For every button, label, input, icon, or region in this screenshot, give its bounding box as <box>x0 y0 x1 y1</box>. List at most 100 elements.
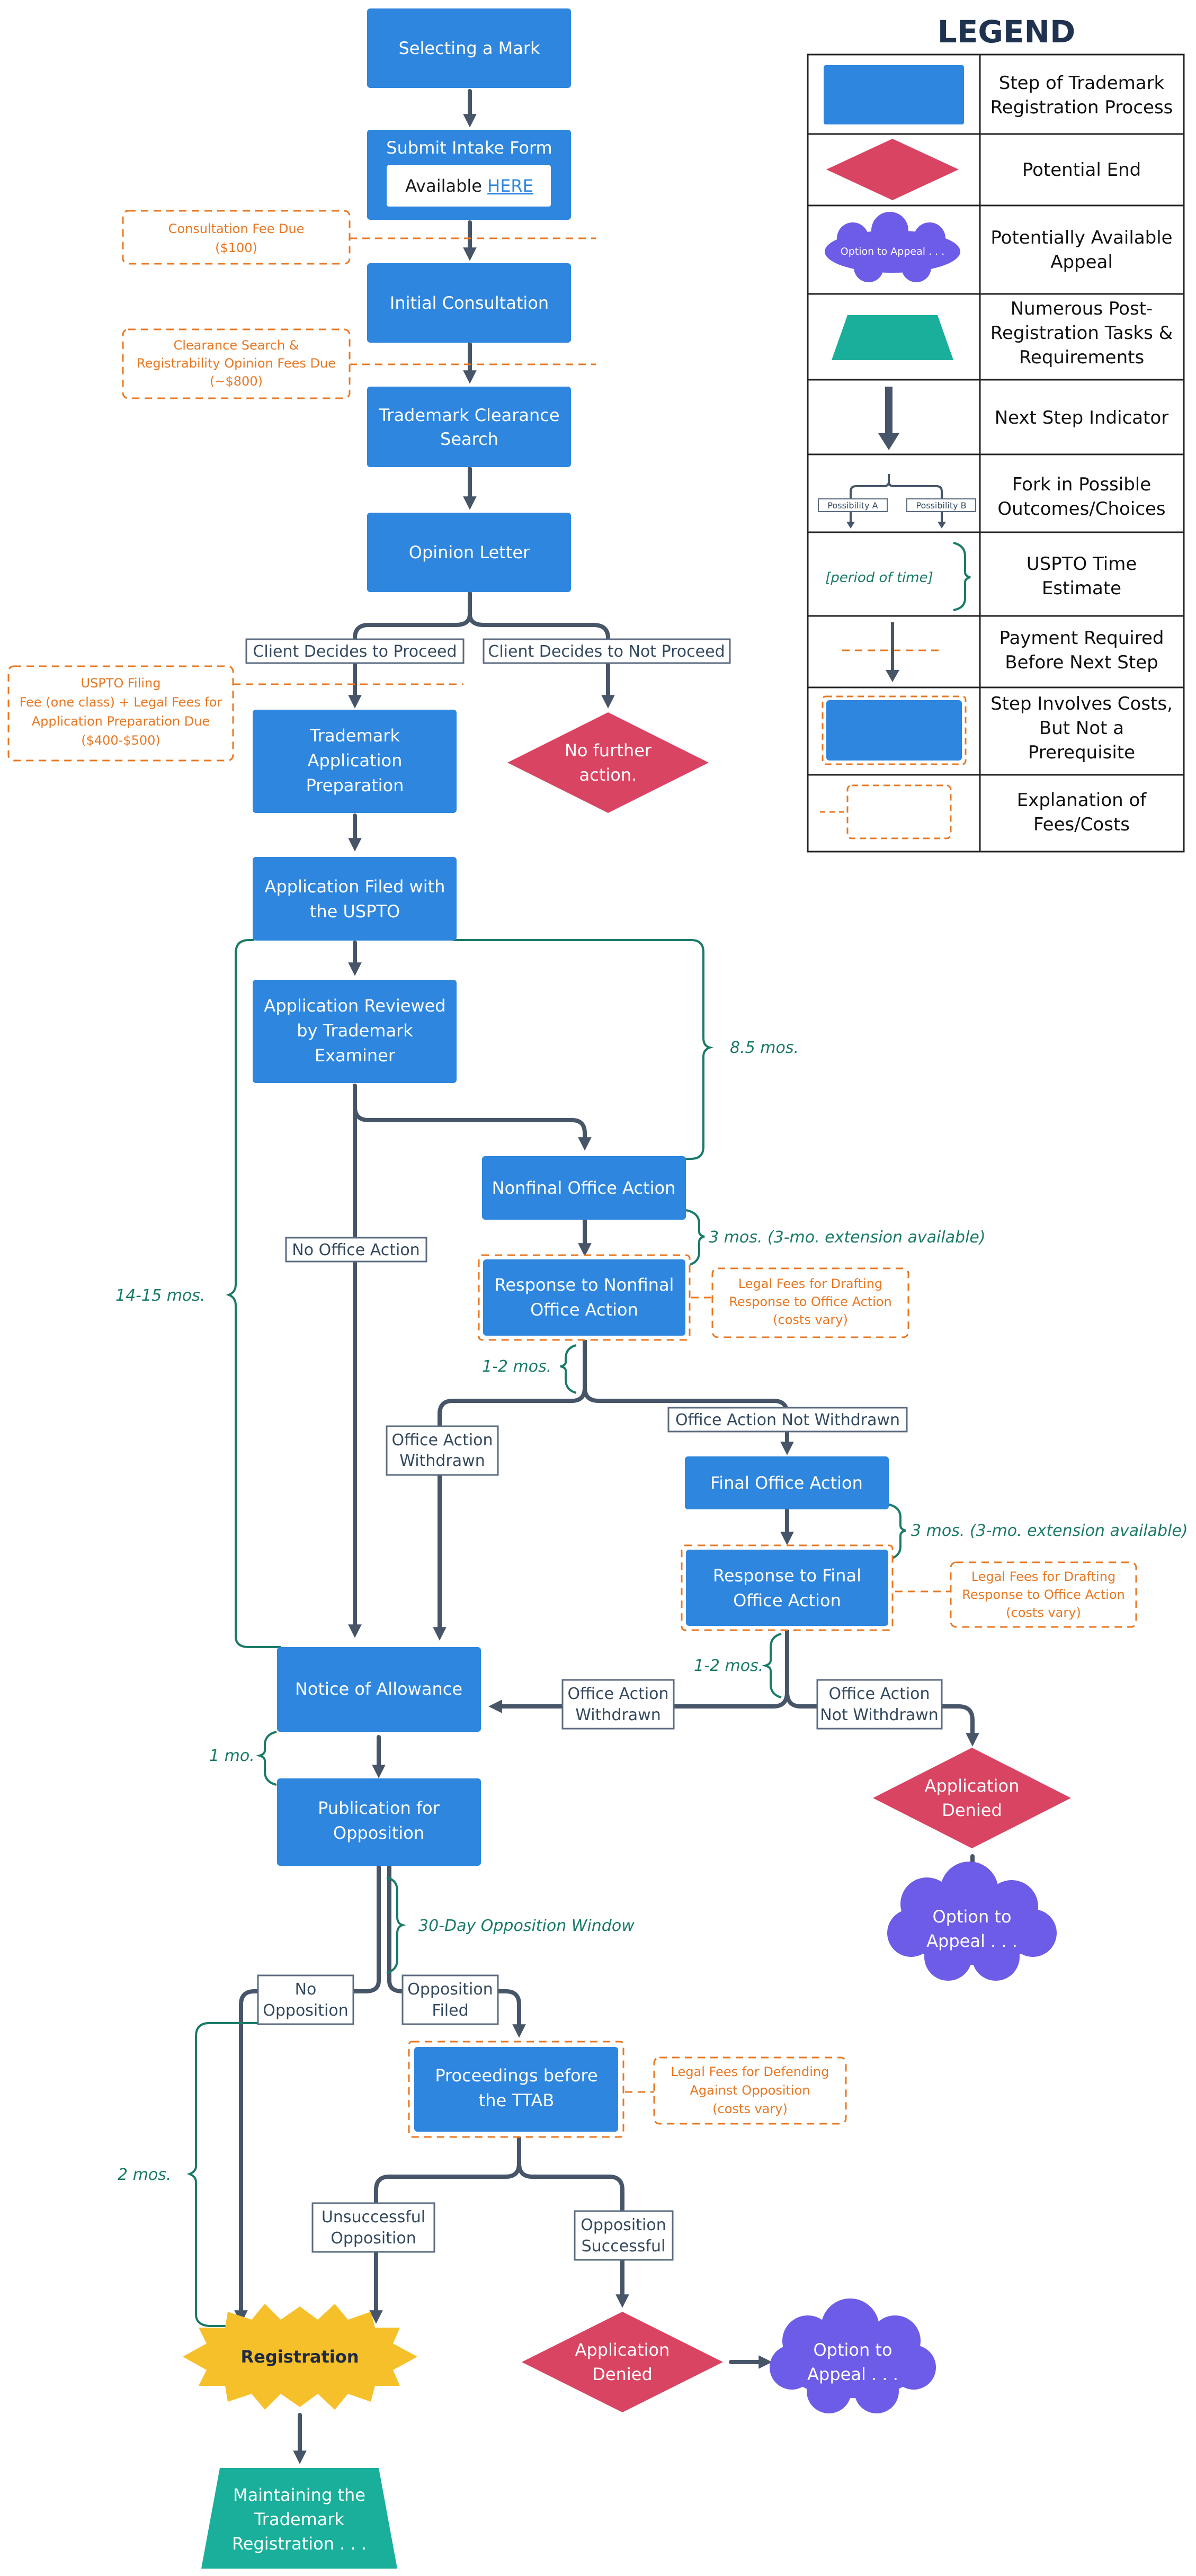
choice-office-action-withdrawn: Office Action Withdrawn <box>386 1425 499 1476</box>
intake-available-text: Available <box>405 176 487 196</box>
svg-text:Numerous Post-: Numerous Post- <box>1011 298 1153 319</box>
appeal-option-2: Option to Appeal . . . <box>770 2298 936 2413</box>
appeal-label-2: Appeal . . . <box>926 1931 1018 1951</box>
step-publication-for-opposition: Publication for Opposition <box>277 1778 481 1866</box>
fee-final-line-2: Response to Office Action <box>962 1587 1124 1602</box>
svg-text:Available HERE: Available HERE <box>405 176 533 196</box>
end-label-2: Denied <box>942 1800 1002 1820</box>
fee-final-line-3: (costs vary) <box>1006 1605 1081 1620</box>
svg-text:Potentially Available: Potentially Available <box>990 227 1172 248</box>
svg-text:Opposition: Opposition <box>407 1980 493 1999</box>
time-1-2-mos-final: 1-2 mos. <box>694 1657 763 1675</box>
step-label-2: the TTAB <box>479 2090 555 2110</box>
registration-label: Registration <box>241 2347 359 2367</box>
fee-uspto-line-1: USPTO Filing <box>81 676 161 691</box>
choice-office-action-withdrawn-2: Office Action Withdrawn <box>561 1679 675 1730</box>
legend: LEGEND Step of Trademark Registration Pr… <box>807 14 1185 853</box>
time-3-mos-final: 3 mos. (3-mo. extension available) <box>911 1522 1188 1540</box>
fee-clearance-line-1: Clearance Search & <box>173 338 299 353</box>
step-label-1: Proceedings before <box>435 2065 597 2086</box>
svg-text:Fork in Possible: Fork in Possible <box>1012 474 1151 495</box>
end-application-denied-1: Application Denied <box>873 1748 1071 1848</box>
svg-text:USPTO Time: USPTO Time <box>1027 553 1137 575</box>
fee-note-final: Legal Fees for Drafting Response to Offi… <box>950 1561 1137 1628</box>
fee-consultation-line-2: ($100) <box>215 240 257 255</box>
step-label: Notice of Allowance <box>295 1679 462 1699</box>
payment-lines <box>233 237 951 2093</box>
end-label-1: Application <box>925 1776 1020 1796</box>
svg-text:Explanation of: Explanation of <box>1017 790 1147 811</box>
end-label-1: No further <box>565 740 652 761</box>
svg-text:Before Next Step: Before Next Step <box>1005 652 1158 673</box>
svg-text:Prerequisite: Prerequisite <box>1028 742 1135 763</box>
legend-row-costs: Step Involves Costs, But Not a Prerequis… <box>822 693 1173 765</box>
maintain-label-1: Maintaining the <box>233 2485 365 2505</box>
end-label-2: Denied <box>592 2364 653 2384</box>
appeal-option-1: Option to Appeal . . . <box>887 1862 1057 1981</box>
legend-row-step: Step of Trademark Registration Process <box>824 65 1173 124</box>
svg-text:Potential End: Potential End <box>1022 159 1141 181</box>
legend-row-fork: Possibility A Possibility B Fork in Poss… <box>818 474 1166 529</box>
time-1-2-mos-nonfinal: 1-2 mos. <box>482 1357 551 1376</box>
appeal-label-2: Appeal . . . <box>807 2364 898 2384</box>
step-label-2: by Trademark <box>297 1021 413 1041</box>
step-label-3: Preparation <box>306 775 404 795</box>
step-response-nonfinal: Response to Nonfinal Office Action <box>478 1254 691 1341</box>
svg-text:Next Step Indicator: Next Step Indicator <box>995 407 1169 428</box>
choice-client-not-proceed: Client Decides to Not Proceed <box>483 638 731 664</box>
fee-ttab-line-2: Against Opposition <box>690 2083 810 2098</box>
legend-row-appeal: Option to Appeal . . . Potentially Avail… <box>825 212 1173 282</box>
step-trademark-application-preparation: Trademark Application Preparation <box>253 710 457 813</box>
fee-nonfinal-line-1: Legal Fees for Drafting <box>738 1276 882 1291</box>
svg-text:Step Involves Costs,: Step Involves Costs, <box>990 693 1173 714</box>
fee-uspto-line-2: Fee (one class) + Legal Fees for <box>20 695 222 710</box>
fee-nonfinal-line-2: Response to Office Action <box>729 1294 891 1309</box>
fee-clearance-line-3: (~$800) <box>210 374 263 389</box>
svg-text:Unsuccessful: Unsuccessful <box>322 2208 425 2226</box>
intake-here-link[interactable]: HERE <box>487 176 533 196</box>
step-nonfinal-office-action: Nonfinal Office Action <box>482 1156 686 1220</box>
legend-step-swatch <box>824 65 964 124</box>
step-final-office-action: Final Office Action <box>685 1456 889 1509</box>
legend-row-end: Potential End <box>826 139 1141 200</box>
svg-text:Withdrawn: Withdrawn <box>575 1706 661 1724</box>
choice-no-office-action: No Office Action <box>285 1237 427 1263</box>
time-30-day-window: 30-Day Opposition Window <box>418 1917 635 1935</box>
step-label-2: Office Action <box>733 1590 841 1611</box>
legend-row-next-step: Next Step Indicator <box>878 387 1168 450</box>
time-2-mos: 2 mos. <box>118 2166 171 2184</box>
step-application-filed: Application Filed with the USPTO <box>253 857 457 941</box>
svg-text:Withdrawn: Withdrawn <box>399 1452 485 1470</box>
svg-text:Not Withdrawn: Not Withdrawn <box>820 1706 939 1724</box>
step-label-2: Search <box>440 429 498 449</box>
appeal-label-1: Option to <box>813 2340 892 2360</box>
svg-text:Registration Tasks &: Registration Tasks & <box>990 323 1173 344</box>
fee-ttab-line-1: Legal Fees for Defending <box>671 2064 829 2079</box>
step-label-2: Application <box>308 750 403 771</box>
legend-row-post-registration: Numerous Post- Registration Tasks & Requ… <box>832 298 1173 368</box>
step-label: Selecting a Mark <box>398 38 540 58</box>
svg-text:Client Decides to Proceed: Client Decides to Proceed <box>253 642 457 661</box>
choice-opposition-successful: Opposition Successful <box>574 2210 674 2261</box>
svg-text:Opposition: Opposition <box>263 2001 348 2020</box>
step-submit-intake-form: Submit Intake Form Available HERE <box>367 130 571 220</box>
fee-note-uspto: USPTO Filing Fee (one class) + Legal Fee… <box>7 665 234 762</box>
fee-uspto-line-4: ($400-$500) <box>81 733 160 748</box>
step-label: Nonfinal Office Action <box>492 1178 676 1198</box>
fee-note-nonfinal: Legal Fees for Drafting Response to Offi… <box>711 1267 909 1338</box>
legend-title: LEGEND <box>938 14 1076 50</box>
choice-no-opposition: No Opposition <box>257 1974 354 2025</box>
registration-badge: Registration <box>183 2304 417 2410</box>
svg-text:Outcomes/Choices: Outcomes/Choices <box>997 498 1165 520</box>
step-selecting-mark: Selecting a Mark <box>367 8 571 88</box>
step-label-1: Application Filed with <box>265 876 445 897</box>
maintain-label-3: Registration . . . <box>232 2534 367 2554</box>
end-label-1: Application <box>575 2340 670 2360</box>
step-label: Initial Consultation <box>390 293 549 313</box>
svg-text:Fees/Costs: Fees/Costs <box>1033 814 1130 835</box>
legend-appeal-cloud <box>825 212 960 282</box>
step-label: Final Office Action <box>710 1473 863 1493</box>
legend-time-icon-text: [period of time] <box>825 570 933 586</box>
step-proceedings-ttab: Proceedings before the TTAB <box>408 2041 624 2138</box>
